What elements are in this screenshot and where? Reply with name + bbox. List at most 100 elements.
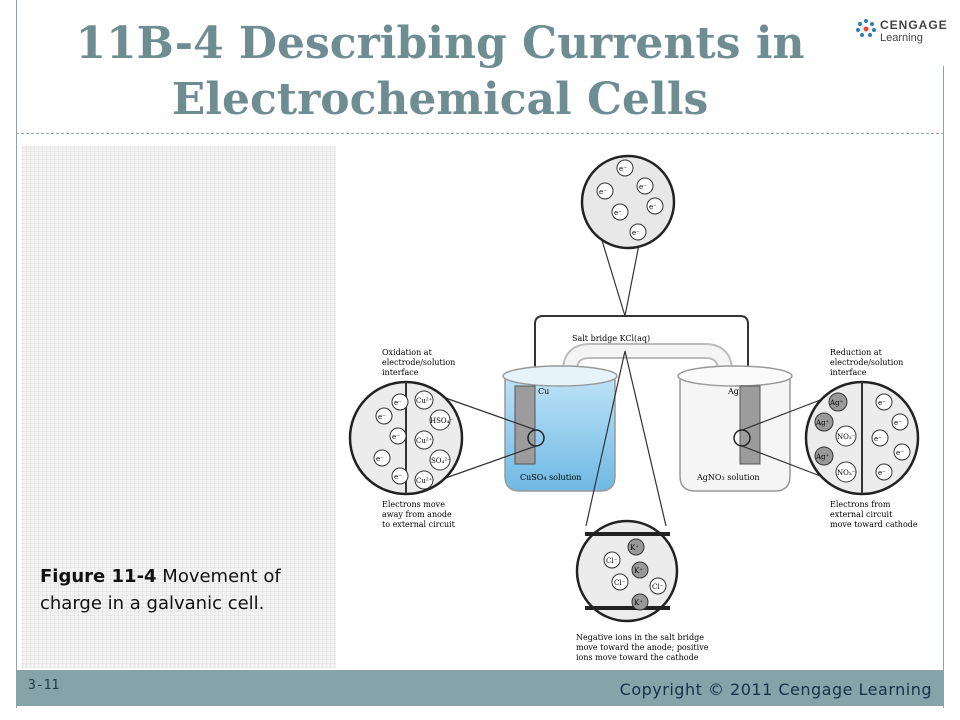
left-panel [22,146,336,668]
ag-electrode [739,385,761,465]
ion: Cu²⁺ [414,470,434,490]
left-bottom-label: Electrons move away from anode to extern… [382,500,456,529]
electron: e⁻ [629,223,647,241]
logo-area [836,0,944,66]
ion: Cl⁻ [649,577,667,595]
caption-text: Movement of charge in a galvanic cell. [40,566,281,614]
svg-text:e⁻: e⁻ [378,413,386,421]
external-wire [534,315,749,396]
electron: e⁻ [891,413,909,431]
electron: e⁻ [875,463,893,481]
ion: Cu²⁺ [414,390,434,410]
slide-title: 11B-4 Describing Currents in Electrochem… [40,16,840,128]
ion: NO₃⁻ [835,425,857,447]
ion: Cl⁻ [611,573,629,591]
caption-figure-number: Figure 11-4 [40,566,157,587]
svg-text:Ag⁺: Ag⁺ [829,399,844,407]
ion: Ag⁺ [814,446,834,466]
electron: e⁻ [636,177,654,195]
svg-text:e⁻: e⁻ [619,165,627,173]
left-electrons: e⁻ e⁻ e⁻ e⁻ e⁻ [373,393,409,485]
ag-electrode-label: Ag [727,387,739,396]
galvanic-cell-figure: e⁻ e⁻ e⁻ e⁻ e⁻ e⁻ Salt bridge KCl(aq) Cu… [348,154,920,662]
svg-text:e⁻: e⁻ [599,188,607,196]
svg-text:e⁻: e⁻ [394,399,402,407]
svg-text:Cu²⁺: Cu²⁺ [416,437,433,445]
right-ions: Ag⁺ Ag⁺ NO₃⁻ Ag⁺ NO₃⁻ [814,392,857,483]
title-line-1: 11B-4 Describing Currents in [75,18,805,69]
svg-text:e⁻: e⁻ [896,449,904,457]
electron: e⁻ [871,429,889,447]
svg-text:SO₄²⁻: SO₄²⁻ [431,457,451,465]
svg-text:e⁻: e⁻ [632,229,640,237]
bottom-zoom-circle [575,519,679,623]
copyright-text: Copyright © 2011 Cengage Learning [619,680,932,699]
electron: e⁻ [391,393,409,411]
left-top-label: Oxidation at electrode/solution interfac… [382,348,458,377]
svg-text:e⁻: e⁻ [614,209,622,217]
ion: Ag⁺ [828,392,848,412]
electron: e⁻ [611,203,629,221]
svg-text:e⁻: e⁻ [874,435,882,443]
svg-text:e⁻: e⁻ [878,469,886,477]
logo-word-learning: Learning [880,32,923,44]
svg-text:e⁻: e⁻ [878,399,886,407]
ion: K⁺ [631,561,649,579]
electron: e⁻ [646,197,664,215]
svg-text:NO₃⁻: NO₃⁻ [837,469,856,477]
cu-electrode [514,385,536,465]
electron: e⁻ [893,443,911,461]
svg-text:Cl⁻: Cl⁻ [614,579,626,587]
svg-text:Cu²⁺: Cu²⁺ [416,397,433,405]
top-electrons: e⁻ e⁻ e⁻ e⁻ e⁻ e⁻ [596,159,664,241]
header-area [16,0,944,134]
svg-text:K⁺: K⁺ [634,567,643,575]
page-number: 3-11 [28,678,60,693]
svg-text:NO₃⁻: NO₃⁻ [837,433,856,441]
cengage-logo-icon [856,19,876,37]
slide-frame [16,0,944,708]
electron: e⁻ [373,449,391,467]
ion: K⁺ [627,538,645,556]
svg-text:e⁻: e⁻ [649,203,657,211]
logo-word-cengage: CENGAGE [880,18,948,32]
left-ions: Cu²⁺ HSO₄⁻ Cu²⁺ SO₄²⁻ Cu²⁺ [414,390,453,490]
svg-text:e⁻: e⁻ [392,433,400,441]
right-solution-label: AgNO₃ solution [696,473,760,482]
electron: e⁻ [391,467,409,485]
title-line-2: Electrochemical Cells [171,74,709,125]
ion: Ag⁺ [814,412,834,432]
svg-text:Cl⁻: Cl⁻ [652,583,664,591]
electron: e⁻ [375,407,393,425]
electron: e⁻ [616,159,634,177]
figure-caption: Figure 11-4 Movement of charge in a galv… [40,563,340,617]
svg-text:Ag⁺: Ag⁺ [815,453,830,461]
svg-text:e⁻: e⁻ [639,183,647,191]
right-bottom-label: Electrons from external circuit move tow… [830,500,918,529]
electron: e⁻ [389,427,407,445]
bottom-label: Negative ions in the salt bridge move to… [576,633,711,662]
svg-text:Cl⁻: Cl⁻ [606,557,618,565]
svg-text:e⁻: e⁻ [376,455,384,463]
ion: HSO₄⁻ [429,409,453,431]
top-zoom-lines [596,223,644,317]
footer-bar [16,670,944,706]
right-top-label: Reduction at electrode/solution interfac… [830,348,906,377]
svg-text:K⁺: K⁺ [630,544,639,552]
electron: e⁻ [875,393,893,411]
bridge-ions: K⁺ Cl⁻ K⁺ Cl⁻ Cl⁻ K⁺ [603,538,667,611]
right-electrons: e⁻ e⁻ e⁻ e⁻ e⁻ [871,393,911,481]
ion: NO₃⁻ [835,461,857,483]
svg-text:HSO₄⁻: HSO₄⁻ [430,417,453,425]
svg-text:Ag⁺: Ag⁺ [815,419,830,427]
left-solution-label: CuSO₄ solution [520,473,581,482]
svg-text:K⁺: K⁺ [634,599,643,607]
ion: SO₄²⁻ [429,449,451,471]
top-zoom-circle [580,154,676,250]
svg-text:e⁻: e⁻ [394,473,402,481]
svg-text:e⁻: e⁻ [894,419,902,427]
right-beaker [679,374,791,492]
ion: K⁺ [631,593,649,611]
ion: Cl⁻ [603,551,621,569]
electron: e⁻ [596,182,614,200]
